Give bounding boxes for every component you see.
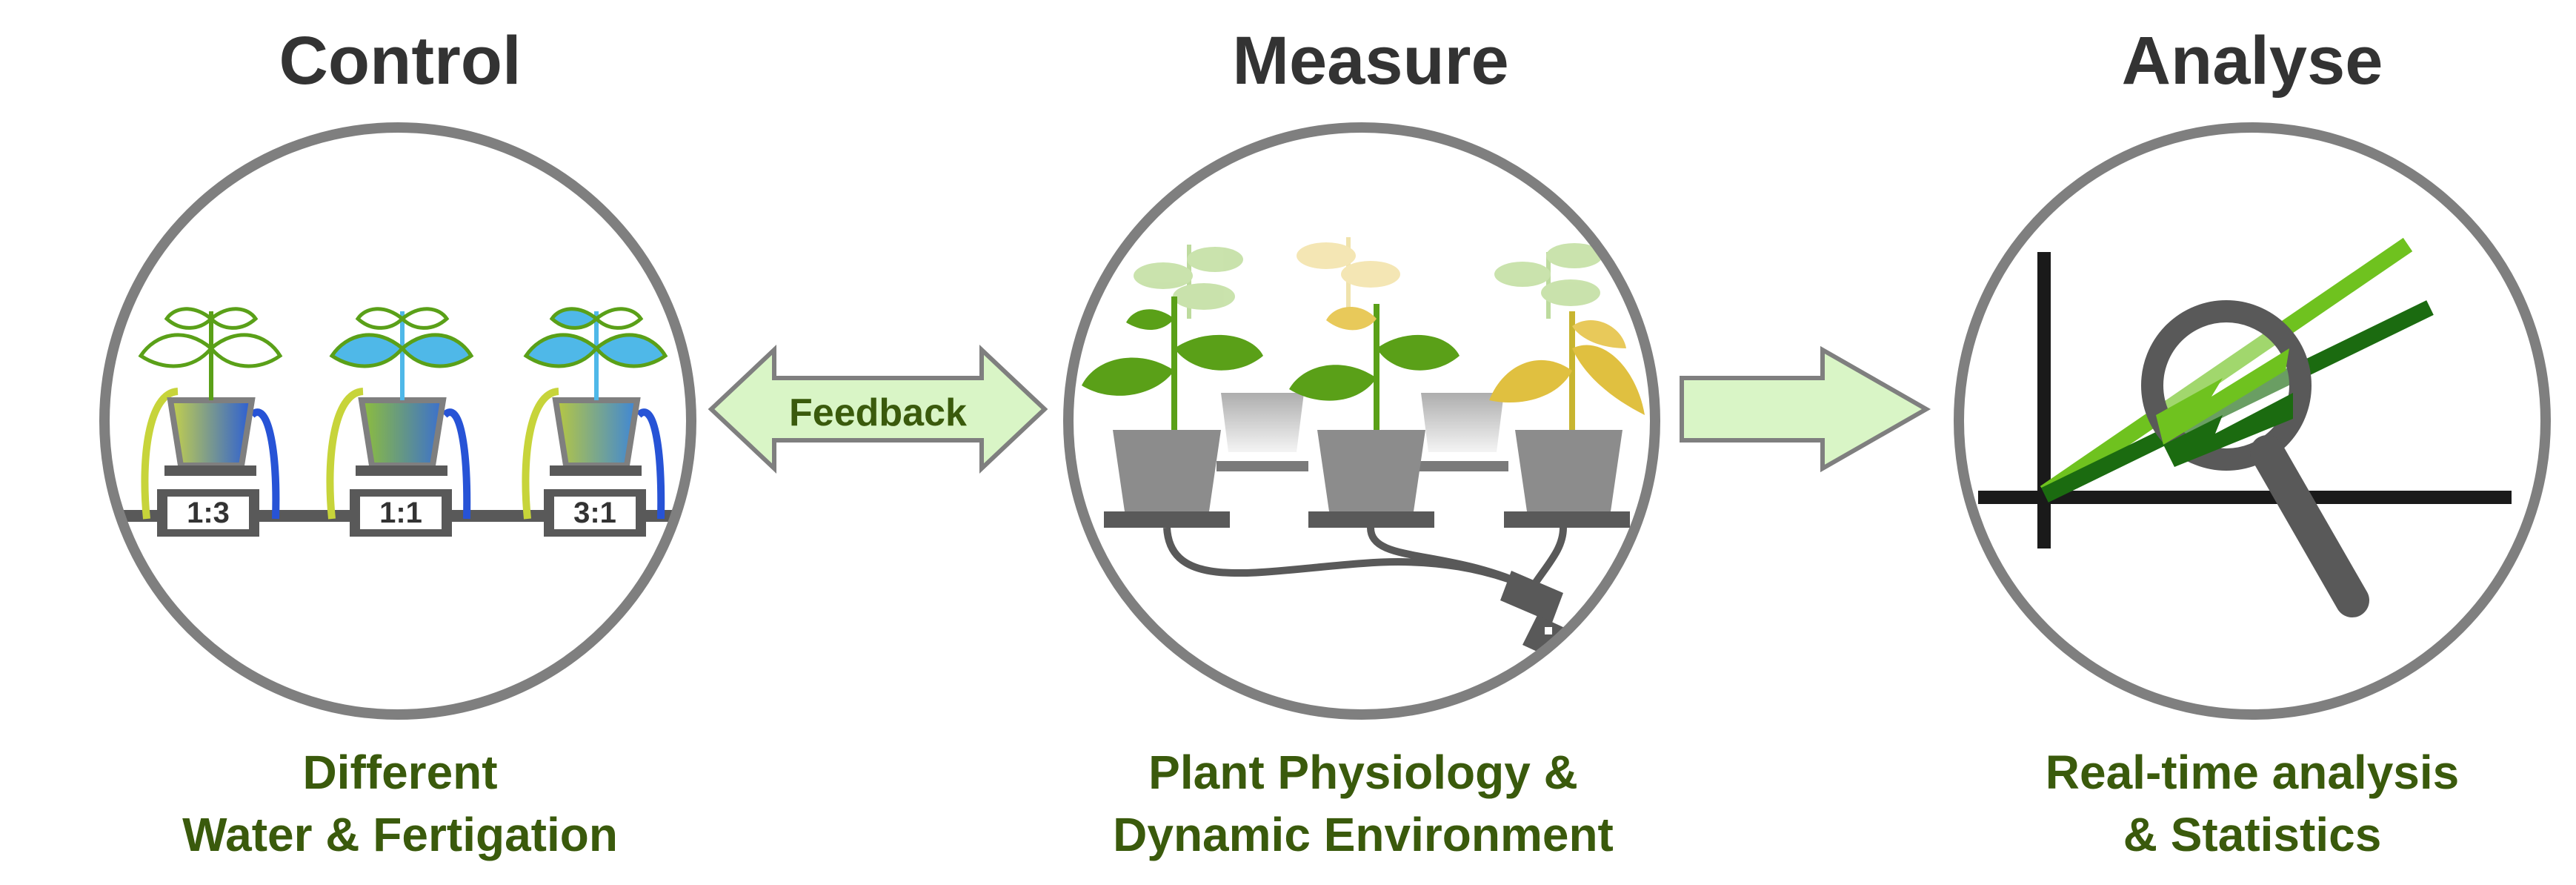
measure-circle — [1063, 122, 1660, 720]
control-caption: Different Water & Fertigation — [133, 741, 667, 866]
analyse-panel — [1954, 122, 2551, 720]
analyse-caption-line1: Real-time analysis — [2045, 746, 2460, 799]
analyse-caption-line2: & Statistics — [2123, 808, 2382, 861]
plant-pot-icon — [326, 307, 474, 520]
feedback-double-arrow: Feedback — [708, 345, 1048, 474]
measure-caption-line1: Plant Physiology & — [1148, 746, 1578, 799]
control-heading: Control — [279, 23, 522, 99]
plant-pot-icon — [1134, 237, 1602, 319]
plant-pot-icon — [138, 307, 283, 520]
control-circle — [99, 122, 696, 720]
analyse-heading: Analyse — [2121, 23, 2383, 99]
usb-cable-icon — [1163, 527, 1585, 667]
analyse-circle — [1954, 122, 2551, 720]
plant-pot-icon — [1217, 393, 1508, 471]
trend-chart-icon — [1978, 237, 2512, 548]
timer-display-icon: 3:1 — [544, 489, 646, 537]
timer-label-1: 1:3 — [187, 497, 230, 529]
analyse-caption: Real-time analysis & Statistics — [1948, 741, 2556, 866]
control-caption-line1: Different — [302, 746, 498, 799]
timer-display-icon: 1:3 — [157, 489, 259, 537]
plant-pot-icon — [522, 307, 668, 520]
magnifier-icon — [2141, 300, 2369, 617]
timer-label-2: 1:1 — [379, 497, 422, 529]
plant-pot-icon — [1082, 296, 1263, 528]
measure-panel — [1063, 122, 1660, 720]
timer-label-3: 3:1 — [573, 497, 616, 529]
plant-pot-icon — [1289, 304, 1460, 528]
timer-display-icon: 1:1 — [350, 489, 452, 537]
forward-arrow — [1680, 345, 1931, 473]
measure-heading: Measure — [1232, 23, 1509, 99]
measure-caption-line2: Dynamic Environment — [1113, 808, 1614, 861]
plant-pot-icon — [1489, 311, 1645, 528]
control-panel: 1:3 1:1 — [99, 122, 696, 720]
measure-caption: Plant Physiology & Dynamic Environment — [1052, 741, 1674, 866]
control-caption-line2: Water & Fertigation — [182, 808, 618, 861]
feedback-label: Feedback — [789, 391, 967, 434]
